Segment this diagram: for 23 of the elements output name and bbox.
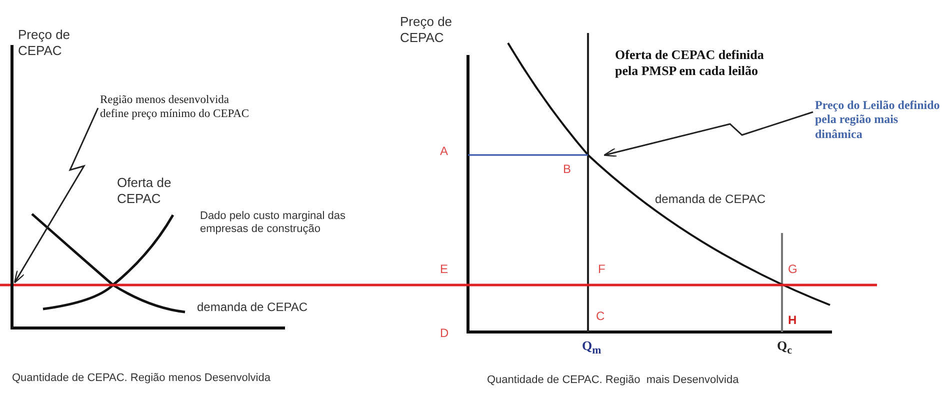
axis-title: Preço de CEPAC [18,27,72,58]
curve-label: demanda de CEPAC [197,300,308,314]
curve-label: demanda de CEPAC [655,192,766,206]
leader-line [14,108,99,284]
point-label: G [788,262,798,276]
annotation-text: Oferta de CEPAC definida pela PMSP em cada leilão [615,47,765,78]
point-label: E [440,262,448,276]
note-text: Dado pelo custo marginal das empresas de construção [200,210,347,236]
axis-title: Preço de CEPAC [400,14,454,46]
axis-title: Quantidade de CEPAC. Região mais Desenvolvida [487,374,740,388]
leader-line [603,111,814,157]
point-label: D [440,326,449,340]
point-label: A [440,144,448,158]
quantity-label: Q$_{m}$ [582,338,602,358]
point-label: F [598,262,606,276]
axis-title: Quantidade de CEPAC. Região menos Desenvolvida [12,372,272,386]
point-label: C [596,309,605,324]
point-label: B [563,162,572,176]
annotation-text: Preço do Leilão definido pela região mais dinâmica [815,98,945,142]
quantity-label: Q$_{c}$ [777,338,792,358]
annotation-text: Região menos desenvolvida define preço mínimo do CEPAC [100,94,250,122]
point-label: H [788,313,797,328]
curve-label: Oferta de CEPAC [117,175,172,206]
